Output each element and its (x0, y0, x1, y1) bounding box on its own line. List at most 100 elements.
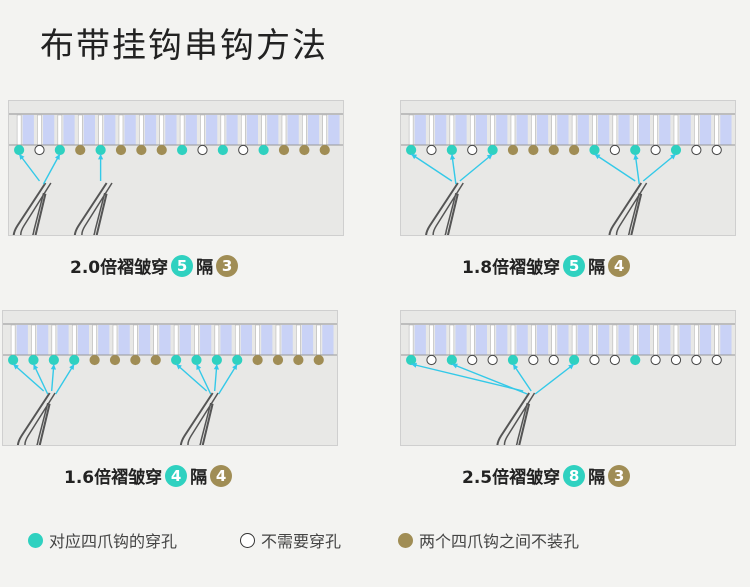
pleat-strip (104, 115, 116, 145)
caption-1: 2.0倍褶皱穿 5 隔 3 (70, 253, 239, 278)
tape-hole (89, 354, 100, 366)
pleat-divider (200, 114, 205, 146)
tape-hole (487, 354, 498, 366)
pleat-strip (720, 325, 732, 355)
tape-hole (278, 144, 290, 156)
tape-hole (258, 144, 269, 156)
pleat-divider (194, 324, 199, 356)
connector-arrow (534, 363, 575, 395)
tape-hole (115, 144, 127, 156)
pleat-strip (138, 325, 151, 355)
connector-arrow (459, 153, 494, 182)
pleat-strip (200, 325, 212, 355)
pleat-strip (22, 115, 34, 145)
diagram-panel-3 (2, 310, 338, 446)
pleat-divider (133, 324, 138, 356)
connector-arrow (410, 153, 453, 182)
tape-hole (319, 144, 330, 156)
pleat-strip (57, 325, 69, 355)
pleat-strip (557, 325, 569, 355)
tape-hole (609, 144, 620, 156)
pleat-divider (673, 324, 679, 356)
tape-hole (507, 354, 519, 366)
pleat-divider (551, 324, 556, 356)
tape-hole (569, 354, 580, 366)
pleat-divider (10, 324, 16, 356)
pleat-strip (16, 325, 28, 355)
tape-hole (211, 354, 222, 366)
tape-top-edge (401, 113, 735, 115)
pleat-divider (653, 324, 658, 356)
pleat-strip (618, 325, 630, 355)
skip-count-badge: 3 (216, 254, 239, 277)
arrow-head-icon (176, 364, 182, 370)
pleat-divider (632, 114, 638, 146)
connector-arrow (12, 363, 45, 392)
four-claw-hook-icon (16, 392, 56, 445)
tape-hole (507, 144, 519, 156)
pleat-divider (71, 324, 77, 356)
pleat-strip (699, 115, 712, 145)
pleat-strip (679, 325, 691, 355)
diagram-panel-4 (400, 310, 736, 446)
pleat-divider (296, 324, 301, 356)
tape-hole (272, 354, 284, 366)
tape-hole (197, 144, 208, 156)
tape-hole (548, 144, 559, 156)
arrow-head-icon (411, 362, 417, 368)
tape-hole (589, 144, 600, 156)
pleat-divider (551, 114, 556, 146)
connector-arrow (594, 153, 636, 182)
tape-hole (136, 144, 147, 156)
pleat-divider (57, 114, 63, 146)
pleat-divider (51, 324, 57, 356)
tape-hole (426, 144, 437, 156)
tape-hole (8, 354, 19, 366)
connector-arrow (195, 363, 212, 395)
pleat-strip (206, 115, 218, 145)
pleat-divider (92, 324, 97, 356)
tape-top-edge (3, 323, 337, 325)
arrow-head-icon (50, 364, 57, 370)
pleat-strip (475, 325, 488, 355)
pleat-divider (490, 114, 495, 146)
pleat-strip (496, 115, 508, 145)
pass-count-badge: 8 (563, 464, 586, 487)
four-claw-hook-icon (608, 182, 648, 235)
pleat-strip (159, 325, 171, 355)
pleat-strip (618, 115, 630, 145)
open-dot-icon (240, 532, 255, 548)
pleat-divider (173, 324, 179, 356)
panel-diagram-4 (401, 323, 735, 445)
pleat-divider (714, 114, 719, 146)
pleat-strip (659, 325, 671, 355)
tape-hole (177, 144, 188, 156)
tape-hole (48, 354, 59, 366)
arrow-head-icon (449, 154, 456, 160)
connector-arrow (55, 363, 75, 395)
tape-hole (95, 144, 106, 156)
gap-word: 隔 (588, 468, 606, 488)
tape-hole (426, 354, 437, 366)
tape-hole (406, 354, 417, 366)
pleat-divider (469, 114, 475, 146)
pleat-strip (43, 115, 55, 145)
pleat-divider (139, 114, 144, 146)
pleat-divider (592, 324, 597, 356)
tape-hole (130, 354, 141, 366)
pleat-divider (31, 324, 36, 356)
pleat-divider (220, 114, 226, 146)
pleat-strip (246, 115, 259, 145)
tape-hole (650, 354, 661, 366)
pleat-divider (77, 114, 83, 146)
tape-hole (109, 354, 121, 366)
panel-diagram-3 (3, 323, 337, 445)
pleat-divider (98, 114, 103, 146)
pleat-strip (557, 115, 569, 145)
pleat-strip (240, 325, 253, 355)
pleat-divider (612, 114, 618, 146)
pleat-divider (531, 324, 536, 356)
legend-label: 不需要穿孔 (261, 532, 342, 551)
pleat-divider (632, 324, 638, 356)
pleat-strip (414, 115, 426, 145)
